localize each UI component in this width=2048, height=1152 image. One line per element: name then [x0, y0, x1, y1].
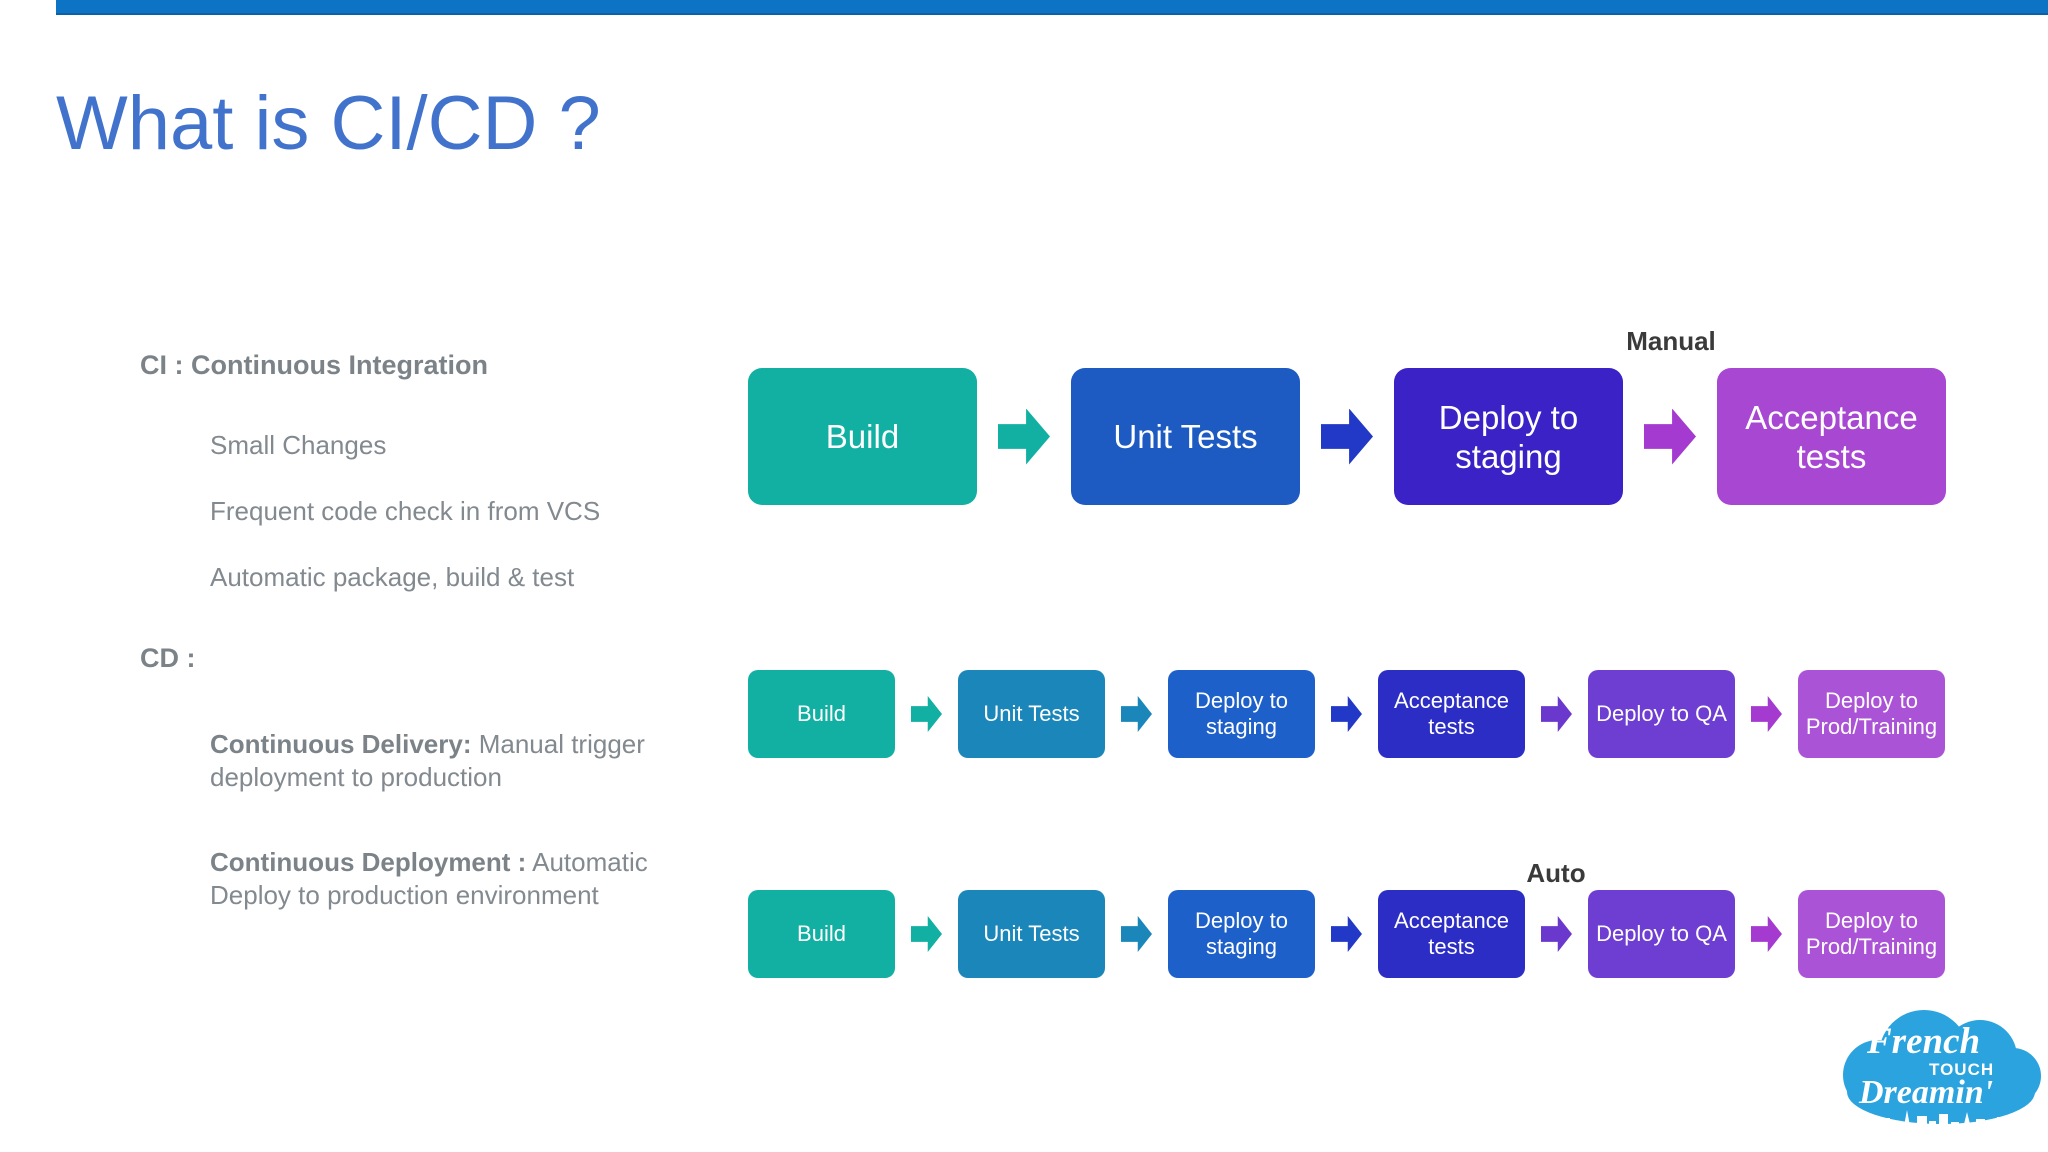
arrow-right-icon — [1121, 916, 1152, 952]
cd-delivery-term: Continuous Delivery: — [210, 729, 472, 759]
arrow-right-icon — [1331, 696, 1362, 732]
arrow-right-icon — [1331, 916, 1362, 952]
ci-heading: CI : Continuous Integration — [140, 350, 488, 380]
cd-delivery-paragraph: Continuous Delivery: Manual trigger depl… — [210, 728, 658, 794]
arrow-right-icon — [1321, 408, 1373, 465]
row1-step-deploy-staging: Deploy to staging — [1394, 368, 1623, 505]
auto-label: Auto — [1526, 858, 1586, 888]
ci-point-3: Automatic package, build & test — [210, 562, 575, 592]
arrow-right-icon — [911, 916, 942, 952]
arrow-right-icon — [1541, 696, 1572, 732]
pipeline-row-2: Build Unit Tests Deploy to staging Accep… — [748, 670, 1945, 758]
logo-text-french: French — [1867, 1021, 1981, 1062]
row3-step-build: Build — [748, 890, 895, 978]
cd-heading: CD : — [140, 643, 196, 673]
row3-step-unit-tests: Unit Tests — [958, 890, 1105, 978]
row2-step-acceptance-tests: Acceptance tests — [1378, 670, 1525, 758]
manual-label: Manual — [1626, 326, 1716, 356]
cd-deployment-desc: Automatic Deploy to production environme… — [210, 847, 648, 910]
pipeline-row-1: Build Unit Tests Deploy to staging Accep… — [748, 368, 1946, 505]
arrow-right-icon — [1751, 696, 1782, 732]
pipeline-row-3: Build Unit Tests Deploy to staging Accep… — [748, 890, 1945, 978]
arrow-right-icon — [998, 408, 1050, 465]
arrow-right-icon — [1121, 696, 1152, 732]
top-accent-bar — [56, 0, 2048, 15]
logo-text-touch: TOUCH — [1929, 1060, 1995, 1079]
arrow-right-icon — [1751, 916, 1782, 952]
arrow-right-icon — [1541, 916, 1572, 952]
row2-step-deploy-prod: Deploy to Prod/Training — [1798, 670, 1945, 758]
logo-text-dreamin: Dreamin' — [1859, 1074, 1994, 1111]
row1-step-build: Build — [748, 368, 977, 505]
logo-cloud-shape — [1847, 1060, 2035, 1124]
paris-skyline-icon — [1881, 1110, 2005, 1132]
cd-delivery-desc: Manual trigger deployment to production — [210, 729, 645, 792]
row2-step-unit-tests: Unit Tests — [958, 670, 1105, 758]
arrow-right-icon — [911, 696, 942, 732]
cd-deployment-paragraph: Continuous Deployment : Automatic Deploy… — [210, 846, 658, 912]
cd-deployment-term: Continuous Deployment : — [210, 847, 527, 877]
ci-point-1: Small Changes — [210, 430, 387, 460]
row2-step-deploy-staging: Deploy to staging — [1168, 670, 1315, 758]
row2-step-build: Build — [748, 670, 895, 758]
page-title: What is CI/CD ? — [56, 81, 601, 166]
row2-step-deploy-qa: Deploy to QA — [1588, 670, 1735, 758]
row1-step-unit-tests: Unit Tests — [1071, 368, 1300, 505]
arrow-right-icon — [1644, 408, 1696, 465]
row3-step-deploy-qa: Deploy to QA — [1588, 890, 1735, 978]
row3-step-acceptance-tests: Acceptance tests — [1378, 890, 1525, 978]
row3-step-deploy-staging: Deploy to staging — [1168, 890, 1315, 978]
ci-point-2: Frequent code check in from VCS — [210, 496, 601, 526]
row3-step-deploy-prod: Deploy to Prod/Training — [1798, 890, 1945, 978]
row1-step-acceptance-tests: Acceptance tests — [1717, 368, 1946, 505]
french-touch-dreamin-logo: French TOUCH Dreamin' — [1843, 1010, 2043, 1140]
